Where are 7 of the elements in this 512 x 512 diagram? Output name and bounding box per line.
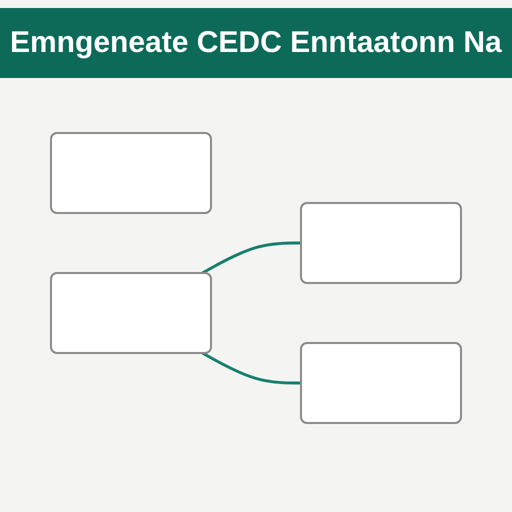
connector	[202, 352, 301, 384]
node-box	[300, 202, 462, 284]
node-box	[50, 272, 212, 354]
title-banner: Emngeneate CEDC Enntaatonn Na	[0, 8, 512, 78]
node-box	[50, 132, 212, 214]
node-box	[300, 342, 462, 424]
connector	[202, 242, 301, 274]
